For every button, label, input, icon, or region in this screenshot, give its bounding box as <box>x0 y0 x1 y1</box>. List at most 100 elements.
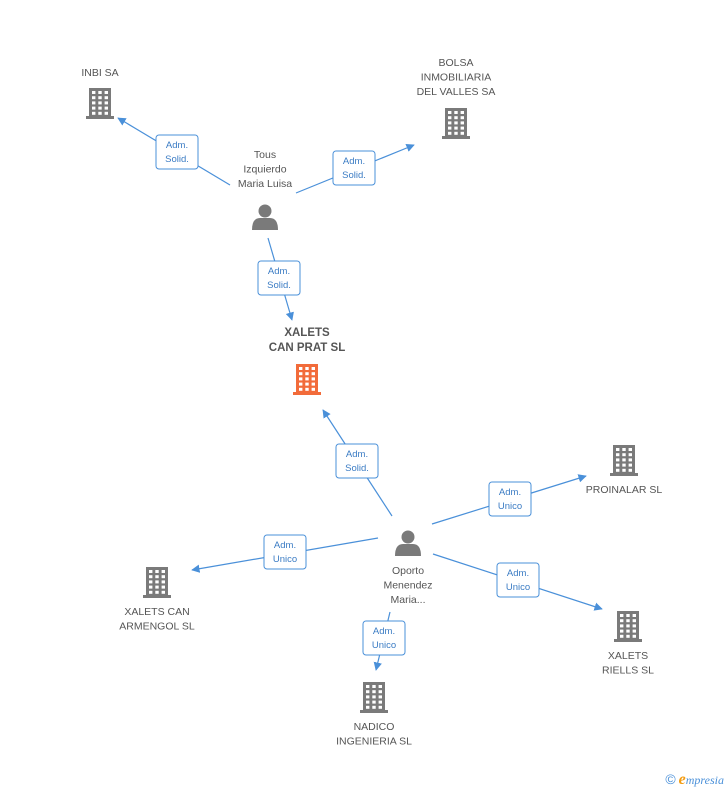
role-badge-oporto-to-xalets-riells[interactable]: Adm. Unico <box>496 562 540 598</box>
node-label: ARMENGOL SL <box>119 621 195 633</box>
building-window <box>622 463 626 467</box>
role-badge-oporto-to-proinalar[interactable]: Adm.Unico <box>488 481 532 517</box>
role-badge-tous-to-inbi[interactable]: Adm.Solid. <box>155 134 199 170</box>
building-window <box>305 367 309 370</box>
building-window <box>616 448 620 451</box>
building-window <box>161 570 165 573</box>
role-text: Unico <box>506 582 530 593</box>
role-text: Adm. <box>346 449 368 460</box>
building-window <box>626 619 630 623</box>
building-window <box>104 106 108 110</box>
node-label: NADICO <box>354 721 395 733</box>
role-badge-box <box>332 150 376 186</box>
building-window <box>366 700 370 704</box>
brand-name: mpresia <box>685 773 724 787</box>
building-window <box>622 448 626 451</box>
building-window <box>311 367 315 370</box>
building-window <box>149 570 153 573</box>
role-badge-oporto-to-nadico[interactable]: Adm.Unico <box>362 620 406 656</box>
building-window <box>378 685 382 688</box>
role-badge-box <box>263 534 307 570</box>
node-label: DEL VALLES SA <box>417 86 496 98</box>
building-window <box>622 458 626 462</box>
building-window <box>628 453 632 457</box>
role-badge-tous-to-xalets-can-prat[interactable]: Adm.Solid. <box>257 260 301 296</box>
node-oporto[interactable]: OportoMenendezMaria... <box>383 530 433 607</box>
building-window <box>299 372 303 376</box>
building-window <box>92 96 96 100</box>
building-base <box>360 710 388 713</box>
building-window <box>366 685 370 688</box>
role-text: Unico <box>498 501 522 512</box>
building-window <box>626 629 630 633</box>
building-window <box>98 91 102 94</box>
building-window <box>149 580 153 584</box>
person-body <box>395 544 421 556</box>
building-window <box>620 624 624 628</box>
role-badge-box <box>335 443 379 479</box>
building-window <box>161 590 165 594</box>
building-window <box>448 116 452 120</box>
building-icon <box>614 611 642 642</box>
node-inbi[interactable]: INBI SA <box>81 67 119 119</box>
building-window <box>104 111 108 115</box>
role-badge-box <box>496 562 540 598</box>
building-window <box>155 575 159 579</box>
role-text: Adm. <box>268 266 290 277</box>
building-window <box>460 126 464 130</box>
building-window <box>299 377 303 381</box>
building-window <box>372 685 376 688</box>
building-window <box>626 614 630 617</box>
building-window <box>155 585 159 589</box>
footer-brand[interactable]: ©empresia <box>665 771 724 789</box>
node-label: CAN PRAT SL <box>269 342 345 354</box>
building-window <box>628 448 632 451</box>
building-window <box>454 121 458 125</box>
node-label: XALETS <box>284 327 330 339</box>
building-window <box>161 580 165 584</box>
building-window <box>632 624 636 628</box>
building-base <box>86 116 114 119</box>
building-window <box>366 690 370 694</box>
building-window <box>628 468 632 472</box>
role-badge-oporto-to-xalets-can-armengol[interactable]: Adm.Unico <box>263 534 307 570</box>
building-window <box>632 634 636 638</box>
role-badge-box <box>155 134 199 170</box>
role-text: Adm. <box>343 156 365 167</box>
node-label: XALETS <box>608 650 648 662</box>
building-window <box>92 106 96 110</box>
building-window <box>372 700 376 704</box>
building-window <box>305 387 309 391</box>
building-base <box>143 595 171 598</box>
building-window <box>299 387 303 391</box>
building-window <box>620 629 624 633</box>
role-text: Adm. <box>507 568 529 579</box>
node-label: Oporto <box>392 565 424 577</box>
building-window <box>460 116 464 120</box>
role-badge-oporto-to-xalets-can-prat[interactable]: Adm.Solid. <box>335 443 379 479</box>
building-window <box>632 619 636 623</box>
role-badge-box <box>257 260 301 296</box>
role-badge-tous-to-bolsa[interactable]: Adm.Solid. <box>332 150 376 186</box>
building-window <box>454 116 458 120</box>
building-window <box>448 131 452 135</box>
role-text: Adm. <box>373 626 395 637</box>
role-badge-box <box>488 481 532 517</box>
node-label: Maria... <box>390 594 425 606</box>
building-window <box>632 629 636 633</box>
building-icon <box>360 682 388 713</box>
building-window <box>626 634 630 638</box>
building-window <box>149 575 153 579</box>
node-xalets-can-prat[interactable]: XALETS CAN PRAT SL <box>269 327 345 395</box>
role-badge-box <box>362 620 406 656</box>
building-window <box>378 690 382 694</box>
node-proinalar[interactable]: PROINALAR SL <box>586 445 663 496</box>
person-body <box>252 218 278 230</box>
building-window <box>616 453 620 457</box>
building-window <box>305 377 309 381</box>
